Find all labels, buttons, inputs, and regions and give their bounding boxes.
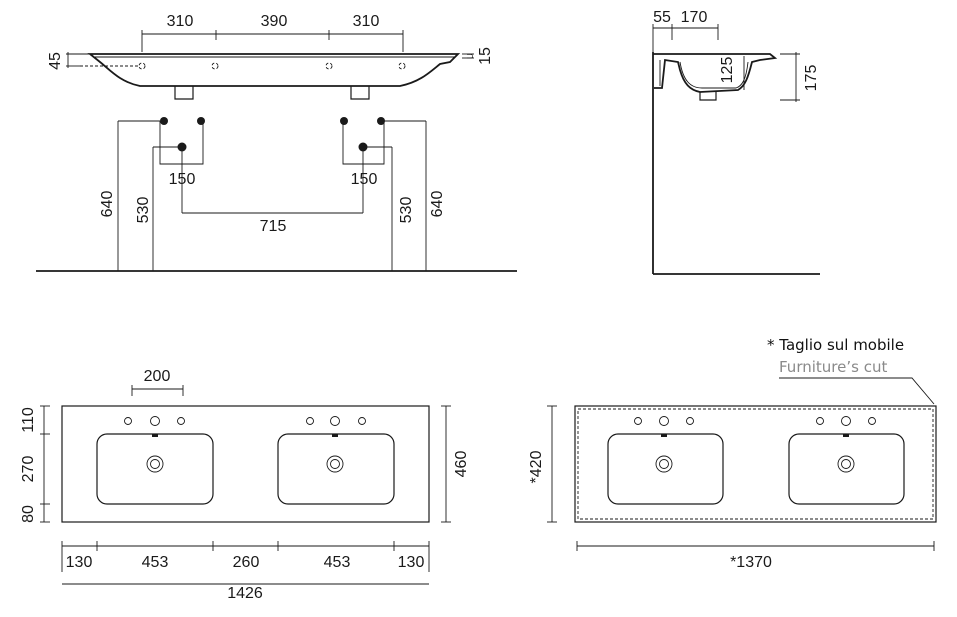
front-dim-15: 15 [477, 47, 494, 65]
plan-basin-left [96, 416, 214, 505]
front-dim-715: 715 [260, 218, 287, 235]
side-dim-55: 55 [653, 9, 671, 26]
plan-dim-110: 110 [20, 407, 37, 433]
cut-basin-right [788, 416, 905, 505]
front-dim-45: 45 [47, 52, 64, 70]
cut-top-outline [574, 405, 937, 523]
plan-view: 200 110 [20, 368, 470, 602]
front-dim-640-left: 640 [99, 191, 116, 218]
plan-basin-right [277, 416, 395, 505]
cut-view: * Taglio sul mobile Furniture’s cut [528, 336, 937, 571]
side-basin-section [652, 52, 820, 275]
front-dim-u: u [464, 53, 476, 59]
front-dim-310-left: 310 [167, 13, 194, 30]
front-dim-530-left: 530 [135, 197, 152, 224]
front-top-dimension: 310 390 310 [141, 13, 404, 52]
side-top-dimension: 55 170 [652, 9, 719, 56]
side-depth-dims: 125 175 [719, 52, 820, 102]
front-view: 310 390 310 45 u 15 [36, 13, 517, 272]
plan-dim-200: 200 [144, 368, 171, 385]
front-dim-150-left: 150 [169, 171, 196, 188]
front-basin-profile [80, 53, 461, 100]
side-dim-175: 175 [803, 65, 820, 92]
plan-dim-270: 270 [20, 456, 37, 483]
plan-height-dims: 110 270 80 [20, 405, 50, 523]
cut-dim-420: *420 [528, 450, 545, 483]
front-center-distance: 715 [182, 212, 363, 235]
front-dim-390: 390 [261, 13, 288, 30]
front-connections-right: 150 530 640 [340, 117, 446, 271]
plan-dim-130-right: 130 [398, 554, 425, 571]
plan-tap-spacing: 200 [131, 368, 184, 396]
cut-basin-left [607, 416, 724, 505]
front-thickness-dims: 45 u 15 [47, 47, 494, 70]
plan-top-outline [61, 405, 430, 523]
front-dim-150-right: 150 [351, 171, 378, 188]
front-dim-310-right: 310 [353, 13, 380, 30]
plan-depth-dim: 460 [441, 405, 470, 523]
side-view: 55 170 125 175 [652, 9, 820, 275]
cut-title: * Taglio sul mobile [767, 336, 904, 354]
front-connections-left: 150 640 530 [99, 117, 205, 271]
cut-furniture-outline [577, 408, 934, 520]
front-dim-640-right: 640 [429, 191, 446, 218]
plan-dim-130-left: 130 [66, 554, 93, 571]
cut-dim-1370: *1370 [730, 554, 772, 571]
cut-depth-dim: *420 [528, 405, 557, 523]
plan-dim-460: 460 [453, 451, 470, 478]
plan-dim-453-left: 453 [142, 554, 169, 571]
cut-subtitle: Furniture’s cut [779, 358, 887, 376]
side-dim-170: 170 [681, 9, 708, 26]
plan-dim-260: 260 [233, 554, 260, 571]
plan-dim-453-right: 453 [324, 554, 351, 571]
front-dim-530-right: 530 [398, 197, 415, 224]
plan-bottom-dims: 130 453 260 453 130 1426 [61, 541, 430, 602]
plan-dim-80: 80 [20, 505, 37, 523]
cut-width-dim: *1370 [576, 541, 935, 571]
side-dim-125: 125 [719, 57, 736, 84]
plan-dim-1426: 1426 [227, 585, 263, 602]
